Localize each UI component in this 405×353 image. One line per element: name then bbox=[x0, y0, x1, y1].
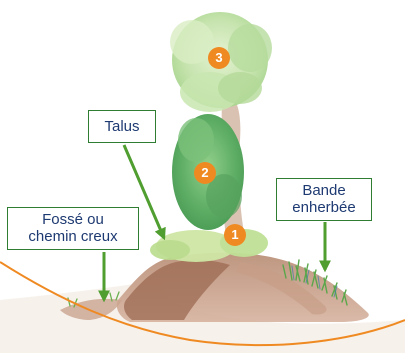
tree-layer-badge: 3 bbox=[208, 47, 230, 69]
grass-strip-label: Bande enherbée bbox=[276, 178, 372, 221]
grass-strip-label-line2: enherbée bbox=[277, 199, 371, 216]
ditch-label-line2: chemin creux bbox=[8, 228, 138, 245]
talus-label: Talus bbox=[88, 110, 156, 143]
ditch-label: Fossé ou chemin creux bbox=[7, 207, 139, 250]
grass-strip-label-line1: Bande bbox=[277, 182, 371, 199]
talus-label-text: Talus bbox=[89, 118, 155, 135]
shrub-layer-badge: 2 bbox=[194, 162, 216, 184]
herb-layer-badge: 1 bbox=[224, 224, 246, 246]
ditch-label-line1: Fossé ou bbox=[8, 211, 138, 228]
